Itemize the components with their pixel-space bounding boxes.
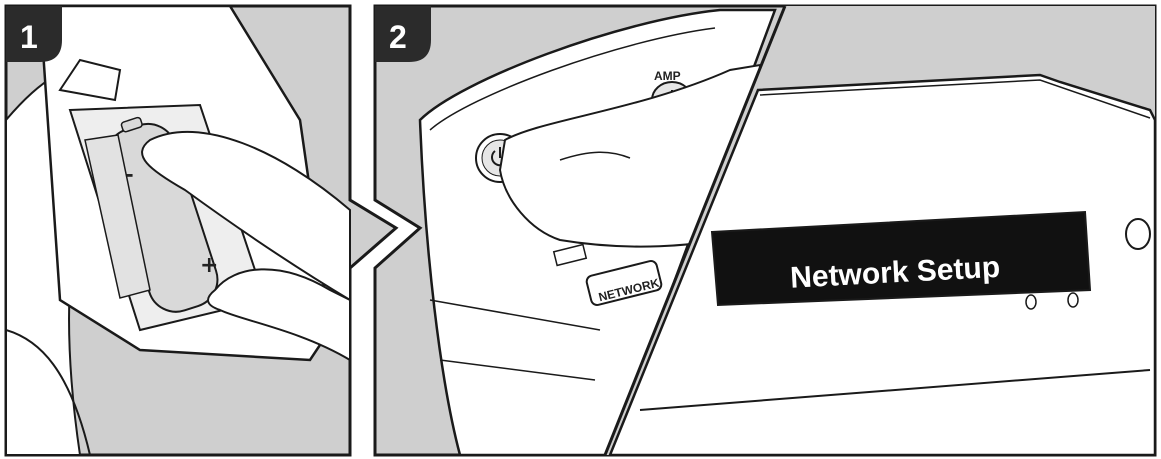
main-unit: Network Setup bbox=[605, 6, 1155, 455]
remote-back-scene: + − + bbox=[6, 6, 351, 455]
step-1-badge bbox=[6, 6, 62, 62]
amp-label: AMP bbox=[654, 69, 681, 83]
front-button-right bbox=[1067, 292, 1079, 308]
front-button-left bbox=[1025, 294, 1037, 310]
battery-plus-bottom: + bbox=[200, 253, 218, 278]
remote-control: AMP NETWORK bbox=[418, 8, 777, 455]
step-2-number: 2 bbox=[389, 19, 407, 55]
panel-2: AMP NETWORK bbox=[373, 4, 1157, 457]
front-knob bbox=[1125, 218, 1151, 250]
panel-1: + − + 1 bbox=[4, 4, 399, 457]
thumb bbox=[207, 268, 351, 362]
pushing-finger bbox=[141, 130, 351, 302]
panel-split-line bbox=[603, 6, 787, 455]
front-display: Network Setup bbox=[710, 210, 1092, 307]
step-2-badge bbox=[375, 6, 431, 62]
step-1-number: 1 bbox=[20, 19, 38, 55]
